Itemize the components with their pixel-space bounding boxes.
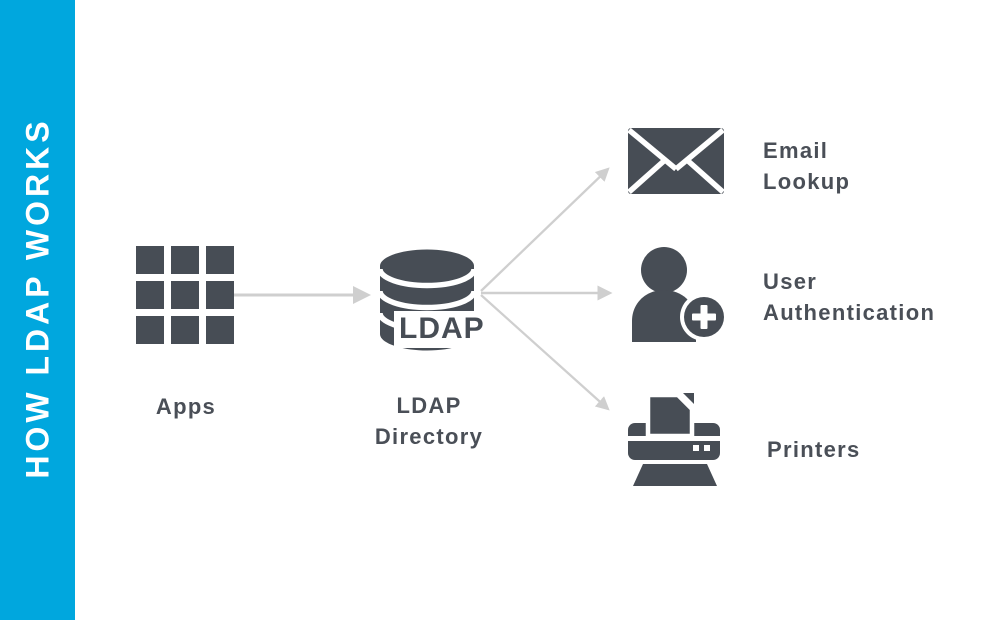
ldap-wordmark: LDAP	[394, 311, 489, 348]
email-lookup-label-line1: Email	[763, 138, 829, 163]
user-add-icon	[632, 247, 728, 342]
email-lookup-label: Email Lookup	[763, 135, 850, 197]
user-authentication-label: User Authentication	[763, 266, 935, 328]
printer-icon	[628, 392, 720, 486]
ldap-directory-label: LDAP Directory	[349, 390, 509, 452]
user-authentication-label-line1: User	[763, 269, 818, 294]
printers-label: Printers	[767, 437, 861, 462]
user-authentication-label-line2: Authentication	[763, 300, 936, 325]
apps-label: Apps	[155, 394, 217, 419]
email-lookup-label-line2: Lookup	[763, 169, 851, 194]
page-title: HOW LDAP WORKS	[19, 117, 55, 479]
envelope-icon	[628, 128, 724, 194]
arrow-ldap-to-email	[480, 167, 610, 292]
ldap-directory-label-line2: Directory	[374, 424, 484, 449]
ldap-directory-label-line1: LDAP	[396, 393, 462, 418]
apps-grid-icon	[136, 246, 234, 344]
accent-sidebar: HOW LDAP WORKS	[0, 0, 75, 620]
